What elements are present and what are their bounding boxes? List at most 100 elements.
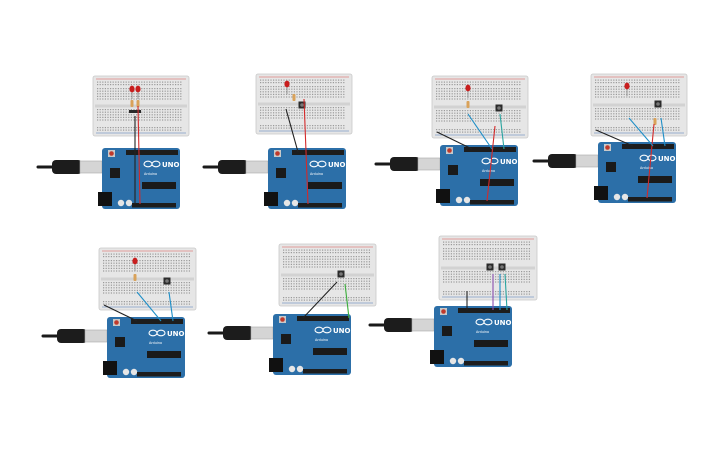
analog-pin-header [464, 361, 508, 366]
usb-chip [442, 326, 452, 336]
arduino-logo-right [151, 160, 161, 168]
wire-red [303, 98, 309, 205]
usb-chip [110, 168, 120, 178]
usb-plug [52, 160, 82, 174]
microcontroller-chip [142, 182, 176, 189]
resistor-icon [136, 100, 140, 107]
breadboard-channel [281, 273, 374, 277]
capacitor [613, 193, 621, 201]
usb-chip [115, 337, 125, 347]
wire-red [137, 105, 141, 205]
usb-chip [606, 162, 616, 172]
analog-pin-header [470, 200, 514, 205]
arduino-logo-right [156, 329, 166, 337]
power-jack [269, 358, 283, 372]
capacitor [117, 199, 125, 207]
microcontroller-chip [480, 179, 514, 186]
usb-chip [276, 168, 286, 178]
breadboard-holes [436, 81, 521, 133]
usb-plug [57, 329, 87, 343]
brand-label: Arduino [640, 166, 653, 170]
push-button-cap[interactable] [656, 102, 660, 106]
arduino-logo-right [489, 157, 499, 165]
usb-plug [548, 154, 578, 168]
breadboard-holes [97, 81, 182, 131]
arduino-logo-right [647, 154, 657, 162]
push-button-cap[interactable] [497, 106, 501, 110]
wire-blue-2 [660, 117, 666, 147]
analog-pin-header [137, 372, 181, 377]
uno-label: UNO [500, 158, 518, 166]
usb-plug [223, 326, 253, 340]
microcontroller-chip [474, 340, 508, 347]
reset-button-cap[interactable] [447, 148, 452, 153]
digital-pin-header [126, 150, 178, 155]
capacitor [125, 199, 133, 207]
push-button-cap[interactable] [300, 103, 304, 107]
wire-blue-2 [168, 291, 174, 322]
resistor-icon [653, 118, 657, 125]
breadboard-holes [283, 249, 370, 301]
push-button-cap[interactable] [339, 272, 343, 276]
wire-black [103, 304, 138, 322]
usb-connector [411, 318, 435, 332]
microcontroller-chip [147, 351, 181, 358]
usb-plug [384, 318, 414, 332]
red-led-icon [135, 85, 141, 93]
wire-blue [628, 117, 654, 147]
resistor-icon [130, 100, 134, 107]
uno-label: UNO [333, 327, 351, 335]
wire-green [344, 283, 350, 319]
usb-connector [417, 157, 441, 171]
power-jack [264, 192, 278, 206]
wire-red [646, 123, 655, 199]
capacitor [463, 196, 471, 204]
resistor-icon [292, 94, 296, 101]
breadboard-holes [595, 79, 680, 131]
capacitor [122, 368, 130, 376]
reset-button-cap[interactable] [109, 151, 114, 156]
red-led-icon [129, 85, 135, 93]
arduino-board [102, 148, 180, 209]
analog-pin-header [132, 203, 176, 208]
brand-label: Arduino [476, 330, 489, 334]
wire-teal [499, 113, 505, 150]
arduino-board [107, 317, 185, 378]
push-button-cap[interactable] [488, 265, 492, 269]
usb-connector [84, 329, 108, 343]
power-jack [103, 361, 117, 375]
usb-connector [245, 160, 269, 174]
capacitor [455, 196, 463, 204]
breadboard-channel [101, 277, 194, 281]
power-jack [594, 186, 608, 200]
arduino-board [440, 145, 518, 206]
analog-pin-header [303, 369, 347, 374]
push-button-cap[interactable] [165, 279, 169, 283]
reset-button-cap[interactable] [441, 309, 446, 314]
wire-red [486, 125, 496, 202]
red-led-icon [132, 257, 138, 265]
capacitor [296, 365, 304, 373]
reset-button-cap[interactable] [605, 145, 610, 150]
uno-label: UNO [494, 319, 512, 327]
arduino-logo-right [322, 326, 332, 334]
reset-button-cap[interactable] [280, 317, 285, 322]
reset-button-cap[interactable] [114, 320, 119, 325]
arduino-board [273, 314, 351, 375]
usb-chip [281, 334, 291, 344]
brand-label: Arduino [310, 172, 323, 176]
usb-connector [575, 154, 599, 168]
digital-pin-header [292, 150, 344, 155]
microcontroller-chip [638, 176, 672, 183]
reset-button-cap[interactable] [275, 151, 280, 156]
capacitor [291, 199, 299, 207]
brand-label: Arduino [149, 341, 162, 345]
push-button-cap[interactable] [500, 265, 504, 269]
resistor-icon [466, 101, 470, 108]
